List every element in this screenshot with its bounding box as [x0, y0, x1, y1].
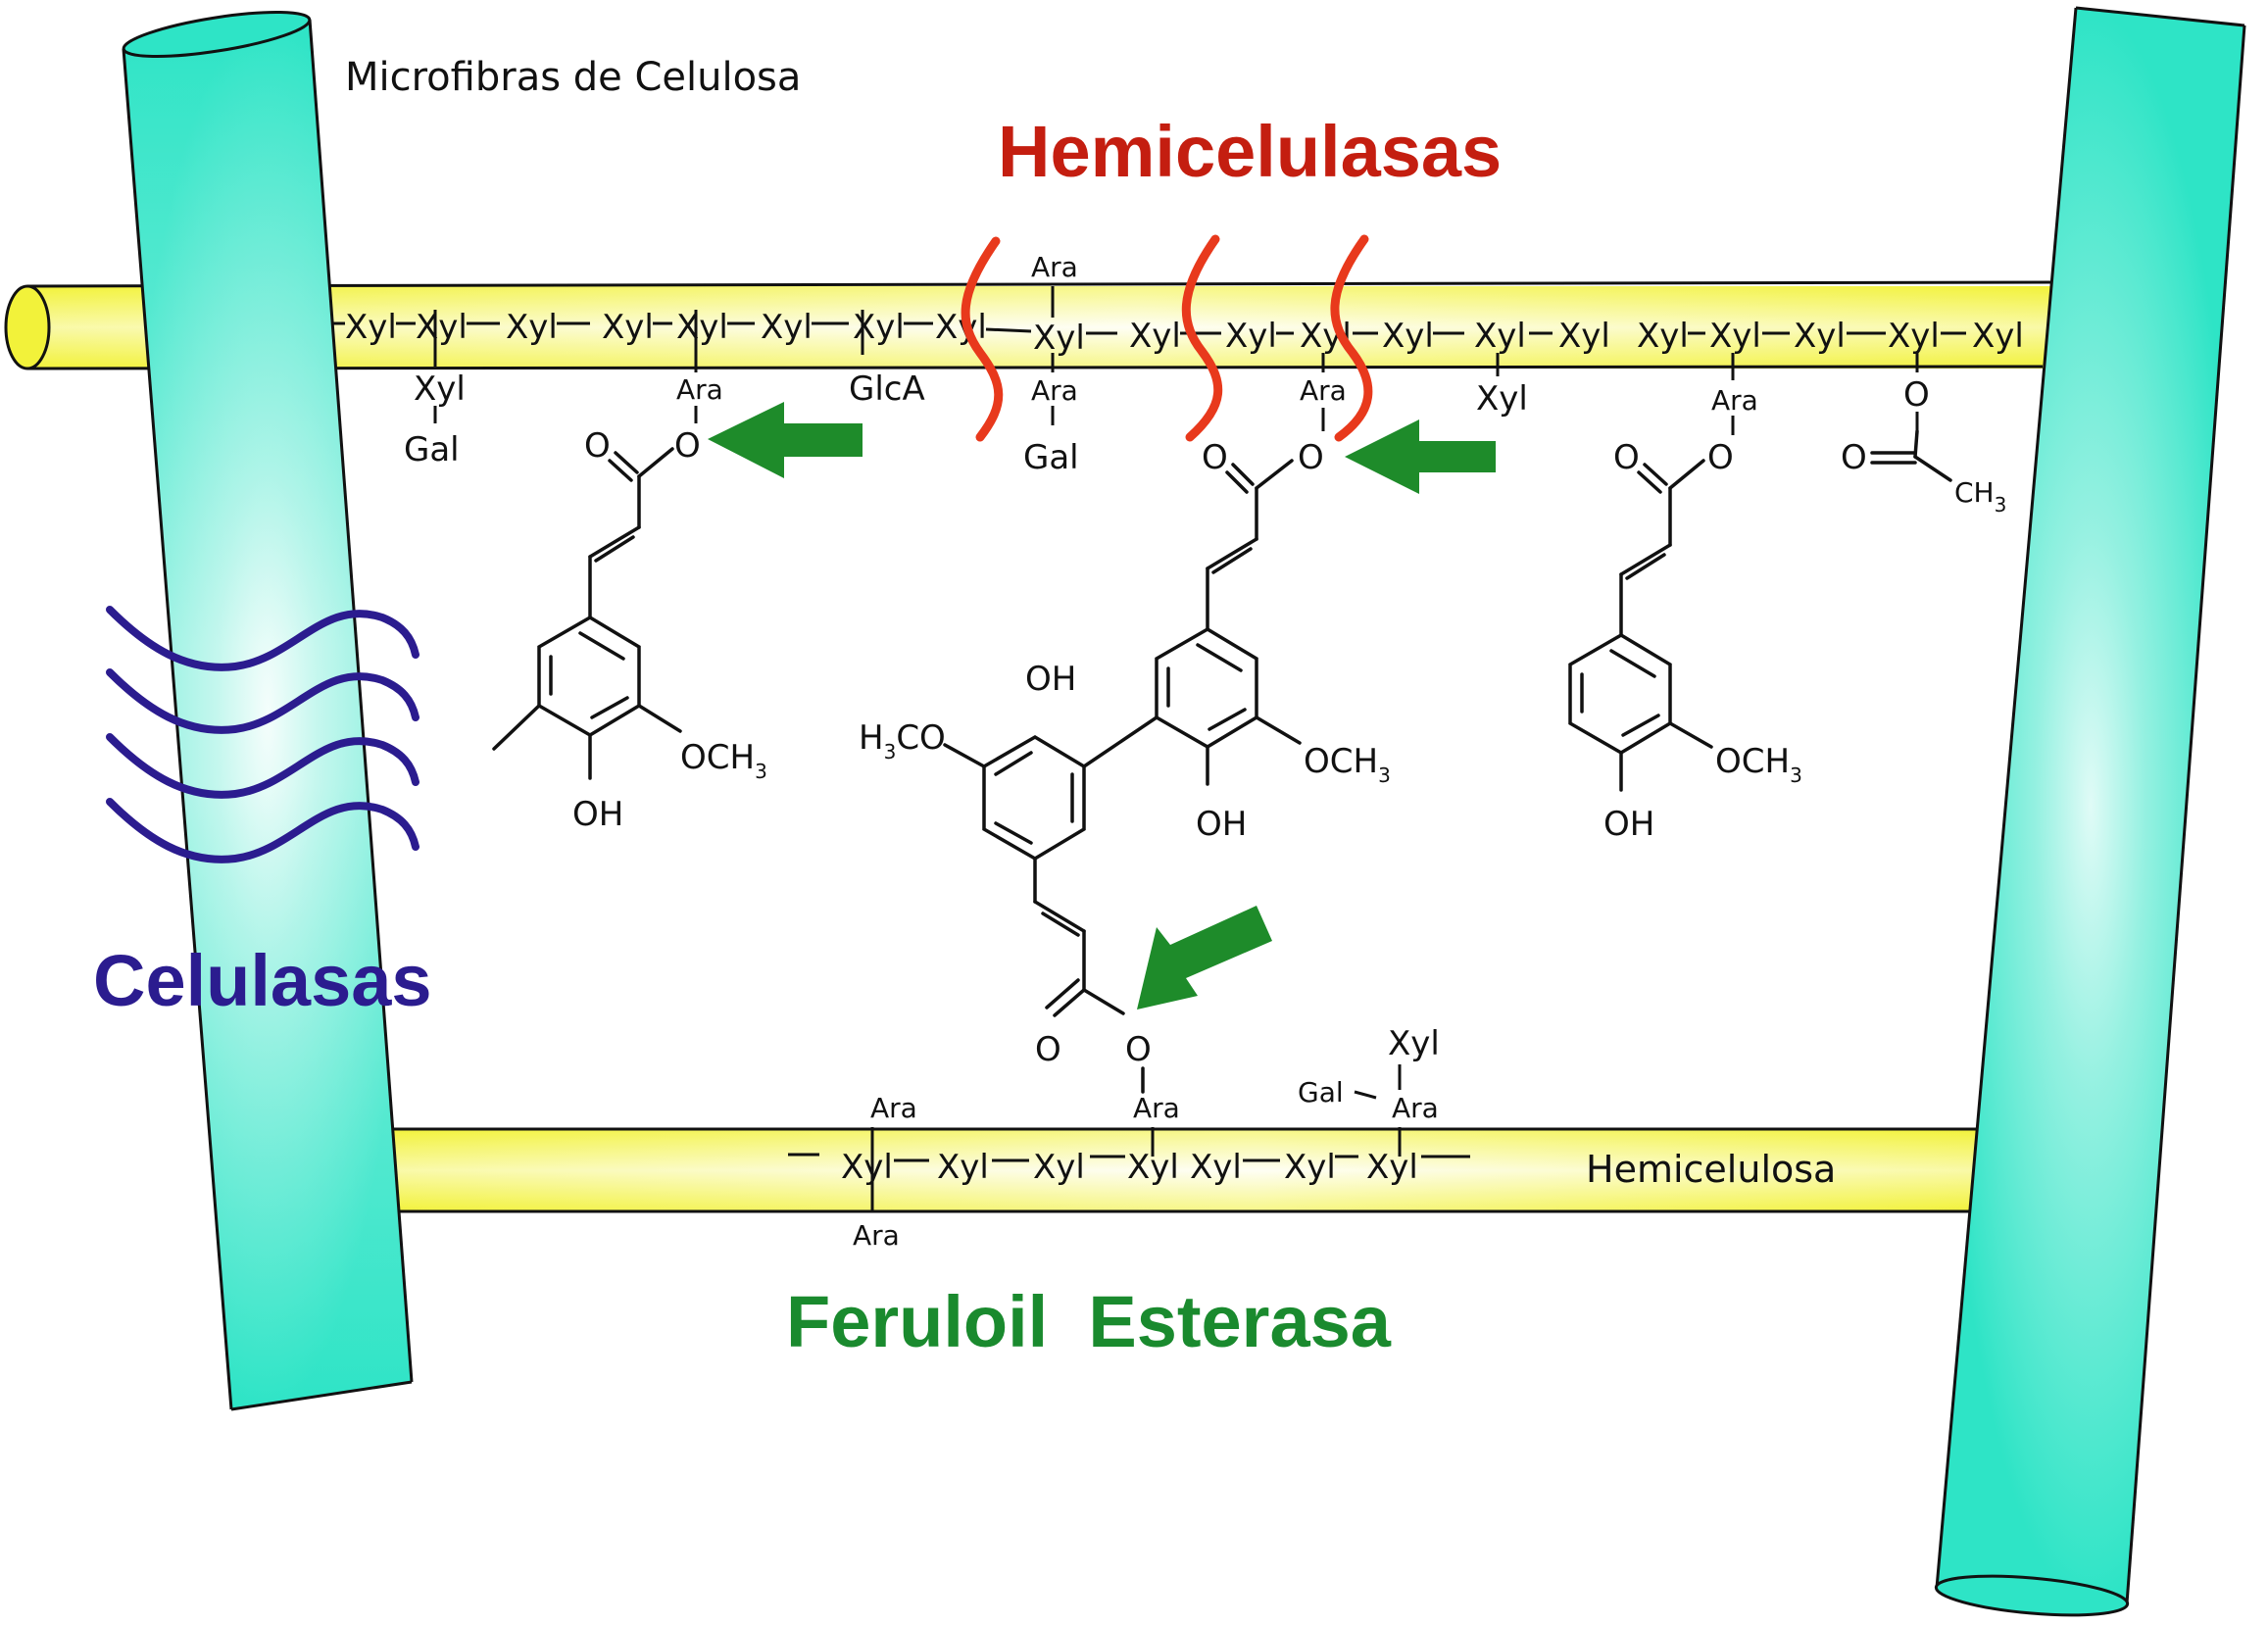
- microfibras-label: Microfibras de Celulosa: [345, 55, 801, 100]
- xyl-unit: Xyl: [1284, 1148, 1336, 1187]
- ara-branch-top: Ara: [1031, 251, 1078, 283]
- xyl-unit: Xyl: [602, 308, 654, 347]
- xyl-unit: Xyl: [1033, 319, 1085, 358]
- xyl-unit: Xyl: [416, 308, 468, 347]
- carbonyl-o: O: [584, 426, 611, 466]
- ara-branch: Ara: [870, 1092, 917, 1124]
- ester-o: O: [1125, 1030, 1152, 1069]
- glca-branch: GlcA: [849, 370, 925, 409]
- carbonyl-o: O: [1202, 438, 1228, 477]
- xyl-unit: Xyl: [853, 308, 905, 347]
- methyl: CH3: [1954, 476, 2006, 517]
- xyl-unit: Xyl: [1637, 317, 1689, 356]
- hemicelulosa-label: Hemicelulosa: [1586, 1148, 1836, 1191]
- ara-branch: Ara: [1392, 1092, 1439, 1124]
- methoxy: OCH3: [680, 738, 767, 783]
- xyl-branch: Xyl: [414, 370, 466, 409]
- right-cellulose-microfibril: [1934, 6, 2246, 1617]
- cut-mark: [961, 236, 1004, 442]
- xyl-unit: Xyl: [1794, 317, 1846, 356]
- hemicelulasa-cuts: [961, 234, 1373, 442]
- feruloil-title: Feruloil Esterasa: [786, 1281, 1392, 1362]
- hemicelulasas-title: Hemicelulasas: [998, 111, 1502, 192]
- wave: [106, 733, 419, 799]
- xyl-unit: Xyl: [1190, 1148, 1242, 1187]
- arrow: [1345, 419, 1496, 494]
- molecule-ferulate-1: O OH OCH3: [492, 426, 767, 834]
- acetyl-carbonyl-o: O: [1841, 438, 1867, 477]
- carbonyl-o: O: [1035, 1030, 1061, 1069]
- bottom-xylan-chain: Xyl Xyl Xyl Xyl Xyl Xyl Xyl Ara Ara Ara …: [788, 1024, 1470, 1252]
- xyl-branch: Xyl: [1476, 379, 1528, 419]
- xyl-unit: Xyl: [1558, 317, 1610, 356]
- ara-branch: Ara: [1133, 1092, 1180, 1124]
- arrow: [708, 402, 863, 478]
- acetyl-group: O CH3: [1841, 429, 2006, 517]
- xyl-unit: Xyl: [506, 308, 558, 347]
- molecule-ferulate-3: O OH OCH3: [1568, 438, 1802, 844]
- methoxy: OCH3: [1304, 742, 1391, 787]
- feruloyl-ester-o: O: [1298, 438, 1324, 477]
- gal-branch: Gal: [1298, 1076, 1344, 1109]
- ara-branch: Ara: [1031, 374, 1078, 407]
- top-xylan-chain: Xyl Xyl Xyl Xyl Xyl Xyl Xyl Xyl Xyl Xyl …: [333, 308, 2024, 358]
- xyl-unit: Xyl: [1129, 317, 1181, 356]
- wave: [106, 606, 419, 671]
- arrow: [1137, 906, 1272, 1010]
- feruloil-arrows: [708, 402, 1496, 1010]
- hydroxyl: OH: [1603, 805, 1654, 844]
- xyl-unit: Xyl: [935, 308, 987, 347]
- celulasas-title: Celulasas: [93, 940, 432, 1021]
- hydroxyl: OH: [1196, 805, 1247, 844]
- gal-branch: Gal: [1023, 438, 1079, 477]
- hydroxyl: OH: [572, 795, 623, 834]
- xyl-unit: Xyl: [761, 308, 813, 347]
- xyl-unit: Xyl: [1888, 317, 1940, 356]
- xyl-branch: Xyl: [1388, 1024, 1440, 1063]
- ara-branch: Ara: [853, 1219, 900, 1252]
- methoxy: OCH3: [1715, 742, 1802, 787]
- xyl-unit: Xyl: [1709, 317, 1761, 356]
- celulasa-waves: [106, 606, 419, 863]
- top-hemicellulose-strand: [4, 280, 2053, 370]
- bottom-hemicellulose-strand: [372, 1127, 1980, 1213]
- xyl-unit: Xyl: [676, 308, 728, 347]
- xyl-unit: Xyl: [1225, 317, 1277, 356]
- feruloyl-ester-o: O: [1707, 438, 1734, 477]
- wave: [106, 798, 419, 863]
- cut-mark: [1181, 234, 1223, 442]
- xyl-unit: Xyl: [1474, 317, 1526, 356]
- xyl-unit: Xyl: [1382, 317, 1434, 356]
- xyl-unit: Xyl: [1366, 1148, 1418, 1187]
- xyl-unit: Xyl: [1972, 317, 2024, 356]
- hydroxyl: OH: [1025, 660, 1076, 699]
- wave: [106, 668, 419, 734]
- ara-branch: Ara: [1711, 384, 1758, 417]
- xyl-unit: Xyl: [841, 1148, 893, 1187]
- xyl-unit: Xyl: [937, 1148, 989, 1187]
- molecule-diferulate: O OH OCH3 OH H3CO O O: [859, 438, 1391, 1094]
- feruloyl-ester-o: O: [674, 426, 701, 466]
- gal-branch: Gal: [404, 430, 460, 469]
- carbonyl-o: O: [1613, 438, 1640, 477]
- left-cellulose-microfibril: [122, 10, 414, 1411]
- cut-mark: [1330, 234, 1373, 442]
- ara-branch: Ara: [676, 373, 723, 406]
- xyl-unit: Xyl: [1033, 1148, 1085, 1187]
- acetyl-o: O: [1903, 375, 1930, 415]
- top-chain-branches: Xyl Gal Ara O GlcA Ara Ara Gal Ara O Xyl…: [404, 251, 1930, 477]
- ara-branch: Ara: [1300, 374, 1347, 407]
- xyl-unit: Xyl: [345, 308, 397, 347]
- methoxy-left: H3CO: [859, 718, 946, 764]
